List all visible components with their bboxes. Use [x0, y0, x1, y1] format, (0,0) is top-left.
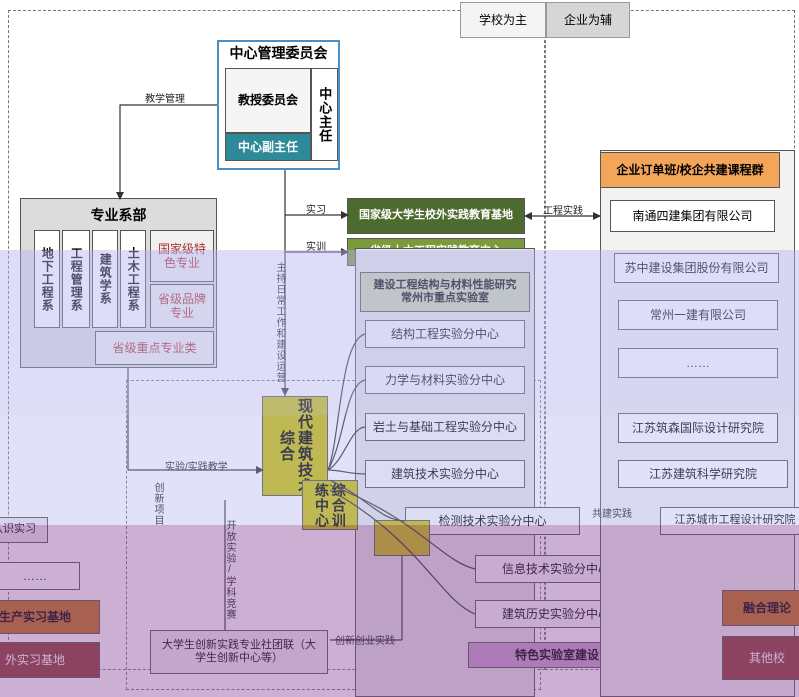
label-open-experiment: 开放实验/学科竞赛	[224, 520, 235, 620]
right-fusion-theory: 融合理论	[722, 590, 799, 626]
label-experiment-teaching: 实验/实践教学	[165, 462, 228, 473]
company-changzhou: 常州一建有限公司	[618, 300, 778, 330]
center-director: 中心主任	[311, 68, 338, 161]
professor-committee: 教授委员会	[225, 68, 311, 133]
label-innovation-project: 创新项目	[152, 482, 163, 526]
provincial-brand-major: 省级品牌专业	[150, 284, 214, 328]
company-zhusen: 江苏筑森国际设计研究院	[618, 413, 778, 443]
left-production-base: 生产实习基地	[0, 600, 100, 634]
left-item-ellipsis: ……	[0, 562, 80, 590]
key-lab: 建设工程结构与材料性能研究常州市重点实验室	[360, 272, 530, 312]
company-ellipsis: ……	[618, 348, 778, 378]
label-training: 实训	[306, 242, 326, 253]
company-suzhong: 苏中建设集团股份有限公司	[614, 253, 779, 283]
lab-center-mechanics: 力学与材料实验分中心	[365, 366, 525, 394]
enterprise-title: 企业订单班/校企共建课程群	[600, 152, 780, 188]
vice-director: 中心副主任	[225, 133, 311, 161]
label-teaching-mgmt: 教学管理	[145, 94, 185, 105]
left-external-base: 外实习基地	[0, 642, 100, 678]
company-nantong: 南通四建集团有限公司	[610, 200, 775, 232]
legend-school-main: 学校为主	[460, 2, 546, 38]
provincial-key-major: 省级重点专业类	[95, 331, 214, 365]
department-title: 专业系部	[90, 207, 147, 223]
label-engineering-practice: 工程实践	[543, 206, 583, 217]
lab-center-structure: 结构工程实验分中心	[365, 320, 525, 348]
company-jiangsu-science: 江苏建筑科学研究院	[618, 460, 788, 488]
student-innovation-club: 大学生创新实践专业社团联（大学生创新中心等）	[150, 630, 328, 674]
left-item-internship: 认识实习	[0, 517, 48, 543]
label-host-daily-work: 主持日常工作和建设运营	[274, 262, 285, 383]
major-engineering-mgmt: 工程管理系	[62, 230, 90, 328]
right-other-schools: 其他校	[722, 636, 799, 680]
legend-enterprise-aux: 企业为辅	[546, 2, 630, 38]
committee-title: 中心管理委员会	[229, 45, 328, 61]
company-city-design: 江苏城市工程设计研究院	[660, 507, 799, 535]
lab-center-building-tech: 建筑技术实验分中心	[365, 460, 525, 488]
major-civil: 土木工程系	[120, 230, 146, 328]
national-feature-major: 国家级特色专业	[150, 230, 214, 282]
lab-center-geotech: 岩土与基础工程实验分中心	[365, 413, 525, 441]
label-innovation-practice: 创新创业实践	[335, 636, 395, 647]
major-underground: 地下工程系	[34, 230, 60, 328]
label-practice: 实习	[306, 205, 326, 216]
lower-left-region-outline	[126, 380, 541, 690]
modern-building-tech-center: 现代建筑技术综合	[262, 396, 328, 496]
major-architecture: 建筑学系	[92, 230, 118, 328]
label-joint-practice: 共建实践	[592, 509, 632, 520]
